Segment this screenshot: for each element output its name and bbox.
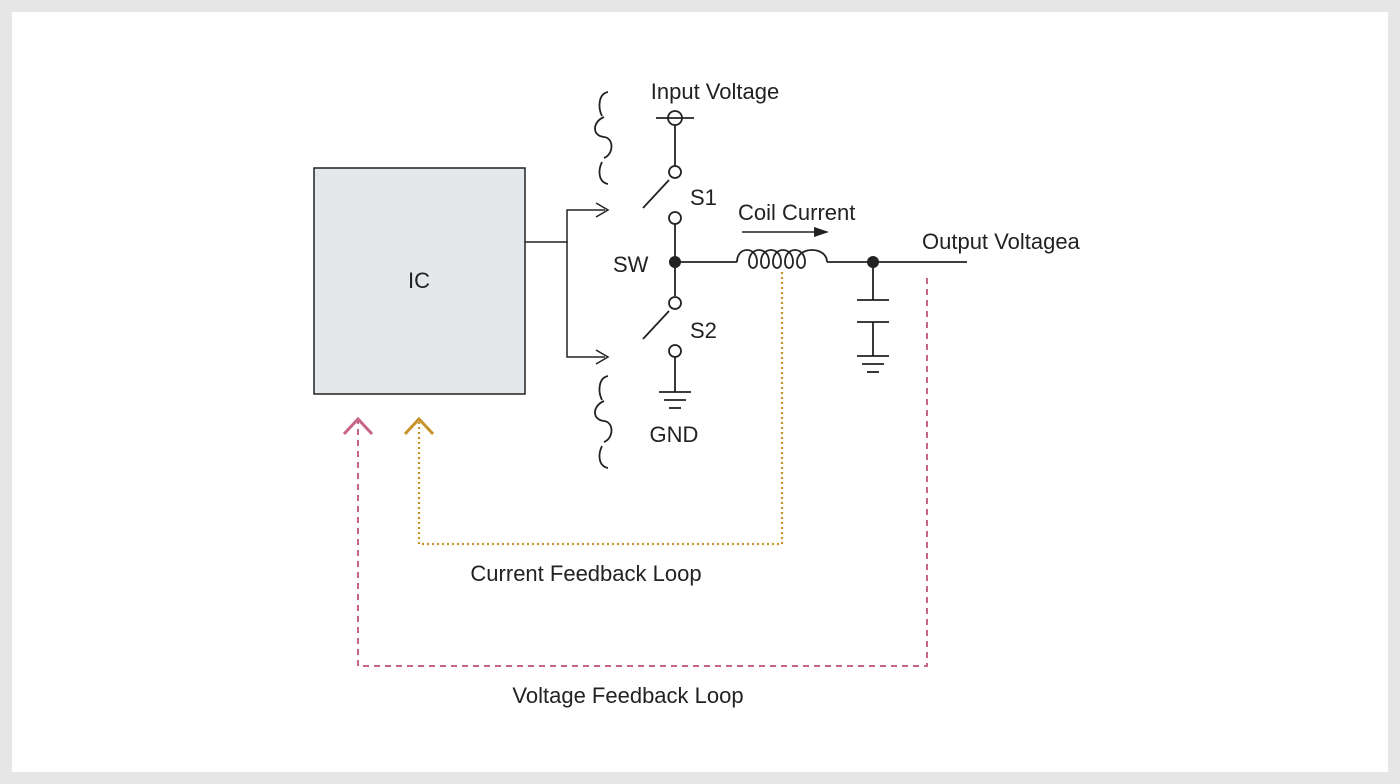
gnd-label: GND xyxy=(650,422,699,447)
input-voltage-label: Input Voltage xyxy=(651,79,779,104)
switch-s2 xyxy=(642,296,682,392)
s2-label: S2 xyxy=(690,318,717,343)
current-feedback-loop xyxy=(403,272,784,546)
voltage-feedback-loop xyxy=(342,278,928,667)
output-voltage-label: Output Voltagea xyxy=(922,229,1081,254)
coil-current-label: Coil Current xyxy=(738,200,855,225)
voltage-feedback-loop-label: Voltage Feedback Loop xyxy=(512,683,743,708)
output-capacitor xyxy=(857,262,889,373)
sw-label: SW xyxy=(613,252,649,277)
coil-current-arrow xyxy=(742,227,829,237)
ic-drive-lines xyxy=(525,202,610,365)
ic-block xyxy=(313,167,526,395)
s1-label: S1 xyxy=(690,185,717,210)
diagram-panel xyxy=(12,12,1388,772)
gnd-symbol xyxy=(659,391,691,409)
s1-gate-waveform xyxy=(594,91,613,185)
current-feedback-loop-label: Current Feedback Loop xyxy=(470,561,701,586)
input-voltage-terminal xyxy=(656,110,694,166)
switch-s1 xyxy=(642,165,682,296)
s2-gate-waveform xyxy=(594,375,613,469)
ic-label: IC xyxy=(408,268,430,293)
output-path xyxy=(675,249,967,269)
